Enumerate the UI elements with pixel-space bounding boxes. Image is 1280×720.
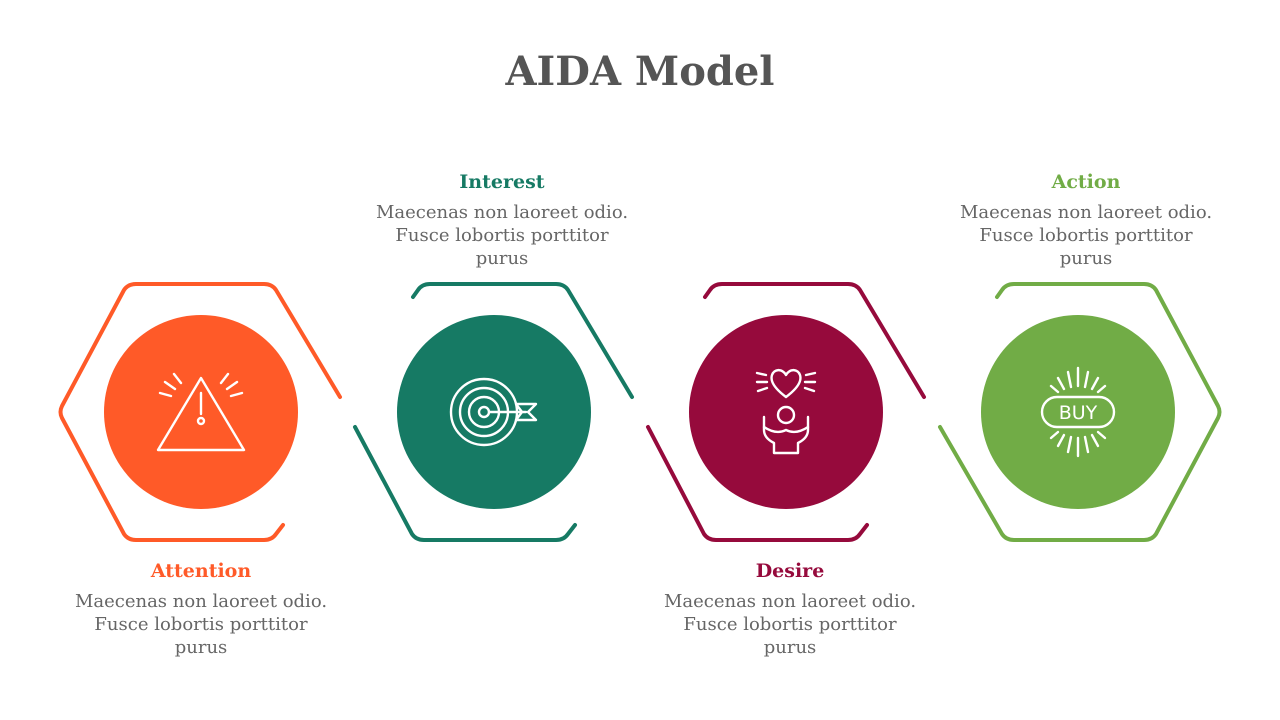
buy-icon: BUY (1040, 366, 1116, 458)
target-icon (449, 377, 538, 447)
heart-hands-icon (755, 368, 817, 455)
step-description-interest: Maecenas non laoreet odio. Fusce loborti… (375, 202, 629, 269)
step-description-desire: Maecenas non laoreet odio. Fusce loborti… (663, 591, 917, 658)
step-attention (58, 282, 342, 542)
hexagon-outline (703, 282, 926, 399)
step-label-attention: Attention (150, 560, 252, 582)
hexagon-outline (411, 282, 634, 399)
step-label-action: Action (1051, 171, 1121, 193)
step-description-action: Maecenas non laoreet odio. Fusce loborti… (959, 202, 1213, 269)
hexagon-outline (646, 425, 869, 542)
hexagon-outline (353, 425, 577, 542)
step-interest (353, 282, 634, 542)
step-label-desire: Desire (755, 560, 825, 582)
step-action: BUY (938, 282, 1222, 542)
hexagon-outline (58, 282, 342, 542)
step-circle (981, 315, 1175, 509)
step-description-attention: Maecenas non laoreet odio. Fusce loborti… (74, 591, 328, 658)
page-title: AIDA Model (505, 48, 775, 95)
hexagon-outline (938, 282, 1222, 542)
step-label-interest: Interest (459, 171, 545, 193)
warning-icon (156, 372, 246, 452)
step-circle (689, 315, 883, 509)
step-desire (646, 282, 926, 542)
buy-icon-text: BUY (1059, 402, 1098, 424)
